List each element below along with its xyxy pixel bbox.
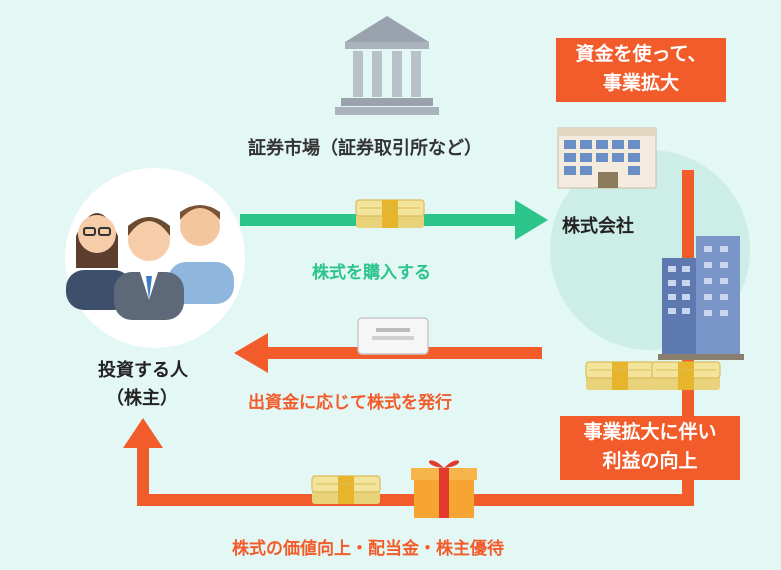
skyscraper-icon [658, 236, 744, 360]
expand-box: 資金を使って、 事業拡大 [556, 38, 726, 102]
money-bundle-icon [311, 475, 381, 505]
expand-box-line2: 事業拡大 [602, 72, 679, 94]
profit-box-line1: 事業拡大に伴い [583, 421, 717, 443]
issue-flow-label: 出資金に応じて株式を発行 [248, 393, 452, 413]
gift-box-icon [411, 460, 477, 518]
stock-certificate-icon [357, 317, 429, 355]
investor-label: 投資する人 [98, 360, 188, 381]
company-label: 株式会社 [562, 216, 634, 237]
money-bundle-icon [355, 199, 425, 229]
market-label: 証券市場（証券取引所など） [248, 138, 482, 159]
investors-avatar-icon [66, 205, 234, 320]
money-bundle-icon [585, 361, 655, 391]
profit-box-line2: 利益の向上 [602, 450, 698, 472]
buy-flow-label: 株式を購入する [312, 263, 431, 283]
profit-box: 事業拡大に伴い 利益の向上 [560, 416, 740, 480]
office-building-icon [557, 127, 657, 189]
bank-building-icon [335, 16, 439, 115]
expand-box-line1: 資金を使って、 [575, 43, 707, 65]
investor-sub-label: （株主） [106, 388, 178, 409]
returns-flow-label: 株式の価値向上・配当金・株主優待 [232, 539, 504, 559]
money-bundle-icon [651, 361, 721, 391]
